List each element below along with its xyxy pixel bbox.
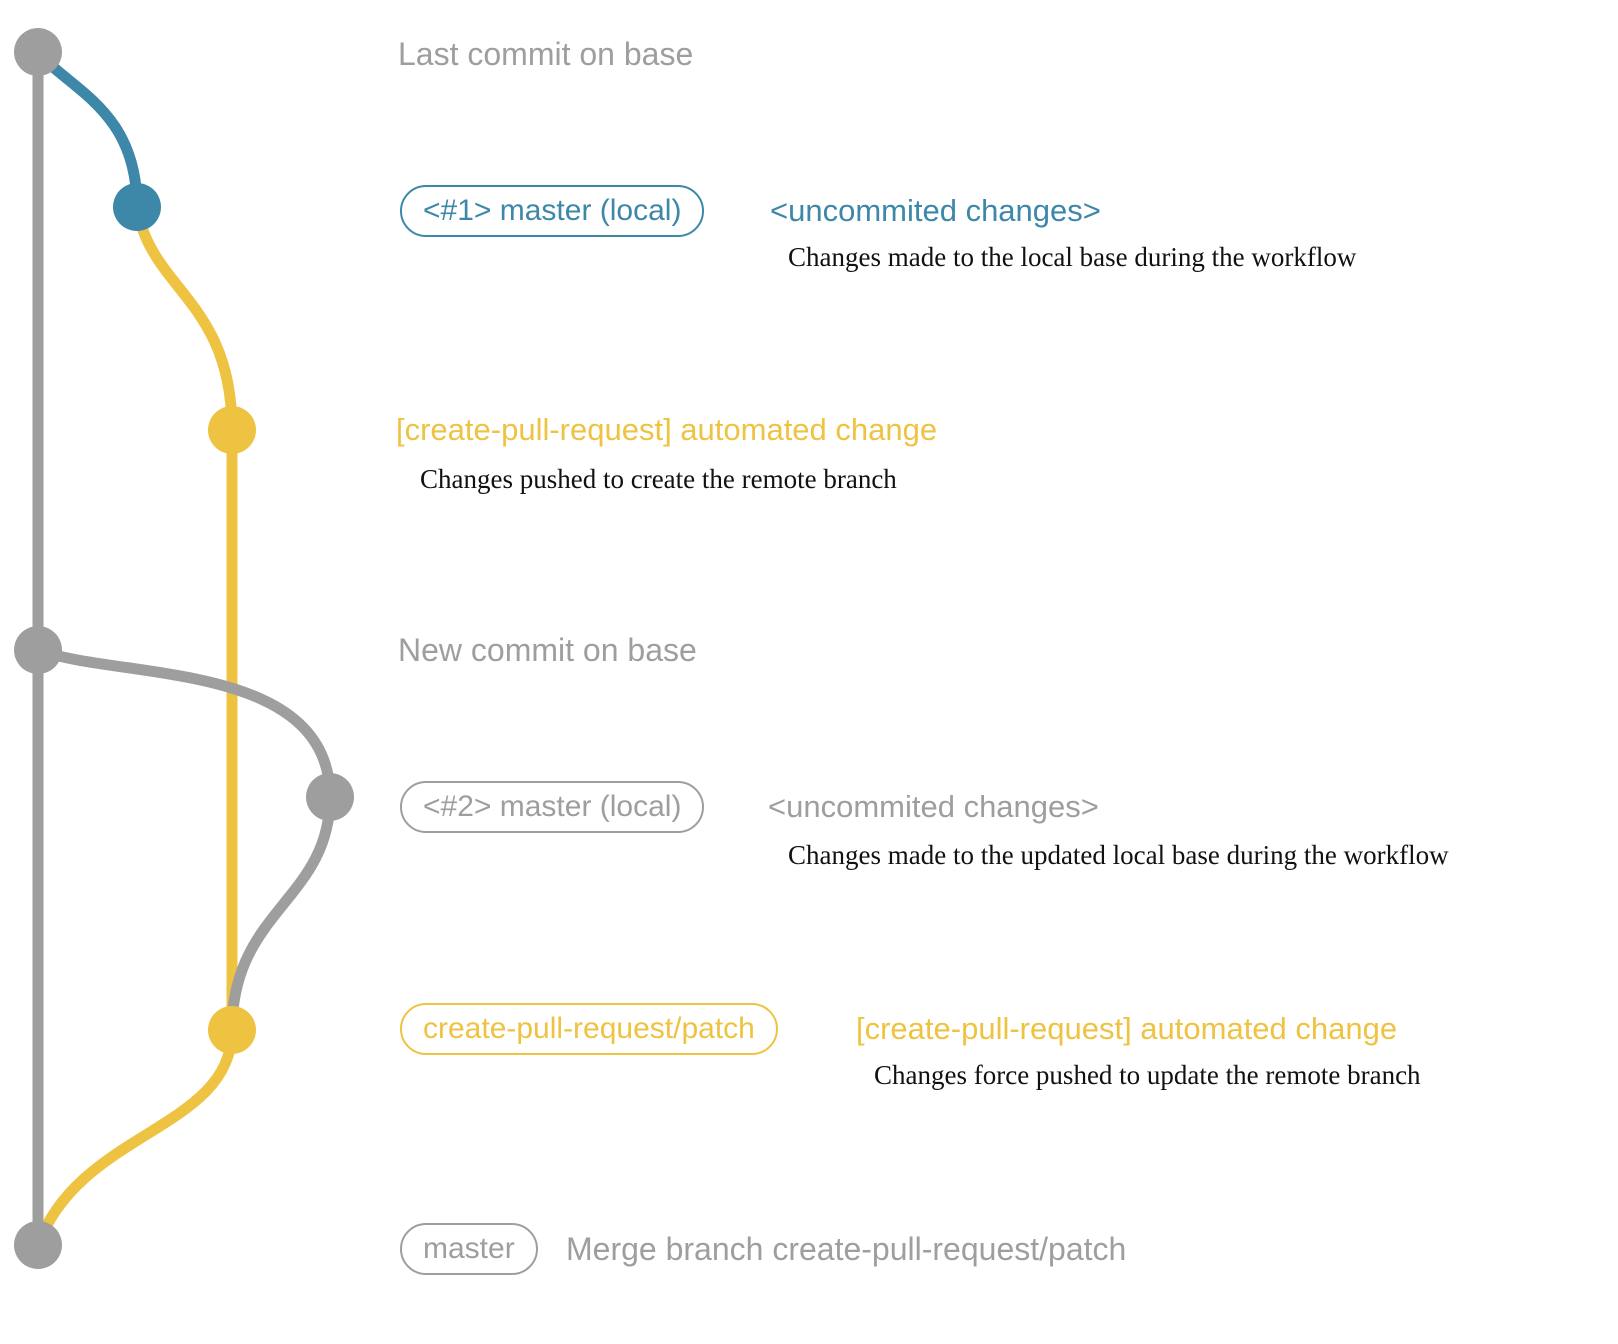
commit-dot-local-2 [306, 773, 354, 821]
local-2-description: Changes made to the updated local base d… [788, 840, 1449, 870]
local-1-description: Changes made to the local base during th… [788, 242, 1357, 272]
commit-dot-local-1 [113, 183, 161, 231]
commit-dot-last-base [14, 28, 62, 76]
git-graph [14, 28, 354, 1269]
push-2-description: Changes force pushed to update the remot… [874, 1060, 1421, 1090]
commit-dot-patch-2 [208, 1006, 256, 1054]
automated-change-1-label: [create-pull-request] automated change [396, 412, 938, 447]
branch-pill-patch: create-pull-request/patch [400, 1003, 778, 1055]
commit-dot-new-base [14, 626, 62, 674]
uncommitted-changes-2-label: <uncommited changes> [768, 789, 1099, 824]
push-1-description: Changes pushed to create the remote bran… [420, 464, 897, 494]
local-2-branch-line [32, 644, 336, 1036]
last-commit-label: Last commit on base [398, 36, 694, 72]
branch-pill-master-local-2: <#2> master (local) [400, 781, 705, 833]
commit-dot-patch-1 [208, 406, 256, 454]
branch-pill-master-local-1: <#1> master (local) [400, 185, 705, 237]
commit-dot-merge [14, 1221, 62, 1269]
local-1-branch-line [32, 46, 143, 213]
automated-change-2-label: [create-pull-request] automated change [856, 1011, 1398, 1046]
patch-branch-line [32, 201, 238, 1251]
new-commit-label: New commit on base [398, 632, 697, 668]
uncommitted-changes-1-label: <uncommited changes> [770, 193, 1101, 228]
merge-label: Merge branch create-pull-request/patch [566, 1231, 1127, 1267]
branch-pill-master: master [400, 1223, 538, 1275]
